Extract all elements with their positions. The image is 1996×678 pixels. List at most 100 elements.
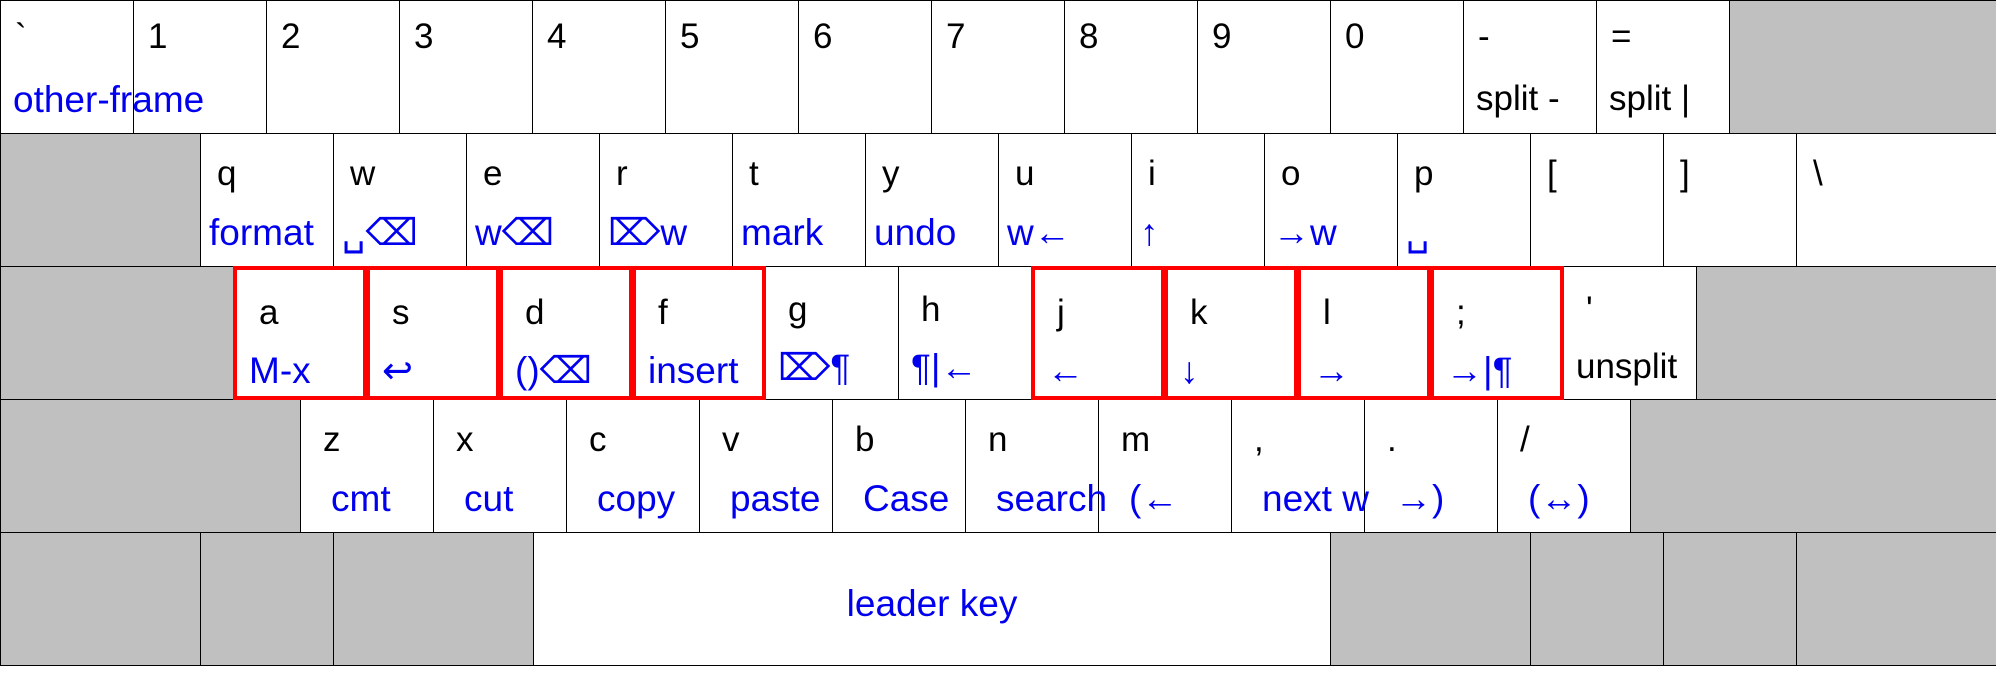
- key-2-label: 2: [281, 17, 301, 56]
- key-rbracket[interactable]: ]: [1663, 133, 1797, 267]
- key-0-label: 0: [1345, 17, 1365, 56]
- key-e-action: w⌫: [475, 212, 555, 253]
- key-q-label: q: [217, 154, 237, 193]
- key-enter-blank: [1696, 266, 1996, 400]
- key-ralt-blank: [1330, 532, 1531, 666]
- key-9[interactable]: 9: [1197, 0, 1331, 134]
- key-s-label: s: [392, 293, 410, 332]
- key-backtick-label: `: [15, 17, 27, 56]
- key-h-action: ¶|←: [911, 347, 978, 388]
- key-w[interactable]: w␣⌫: [333, 133, 467, 267]
- key-quote-label: ': [1586, 290, 1593, 329]
- key-t-action: mark: [741, 212, 824, 253]
- key-d-action: ()⌫: [515, 350, 592, 391]
- key-y-action: undo: [874, 212, 957, 253]
- key-w-label: w: [350, 154, 376, 193]
- key-l[interactable]: l→: [1297, 266, 1431, 400]
- key-space[interactable]: leader key: [533, 532, 1331, 666]
- key-u-action: w←: [1007, 212, 1071, 253]
- key-comma[interactable]: , next w: [1231, 399, 1369, 533]
- key-7[interactable]: 7: [931, 0, 1065, 134]
- key-7-label: 7: [946, 17, 966, 56]
- key-semicolon-label: ;: [1456, 293, 1466, 332]
- key-equals[interactable]: = split |: [1596, 0, 1730, 134]
- key-9-label: 9: [1212, 17, 1232, 56]
- key-equals-label: =: [1611, 17, 1632, 56]
- key-p[interactable]: p␣: [1397, 133, 1531, 267]
- key-o-action: →w: [1273, 212, 1337, 253]
- key-i[interactable]: i↑: [1131, 133, 1265, 267]
- key-lbracket[interactable]: [: [1530, 133, 1664, 267]
- key-x[interactable]: x cut: [433, 399, 567, 533]
- key-quote[interactable]: 'unsplit: [1563, 266, 1697, 400]
- key-3[interactable]: 3: [399, 0, 533, 134]
- key-rctrl-blank: [1796, 532, 1996, 666]
- key-a-action: M-x: [249, 350, 311, 391]
- key-slash-label: /: [1520, 420, 1530, 459]
- key-r-action: ⌦w: [608, 212, 688, 253]
- key-a-label: a: [259, 293, 279, 332]
- key-o[interactable]: o →w: [1264, 133, 1398, 267]
- key-v-action: paste: [730, 478, 821, 519]
- key-j[interactable]: j←: [1031, 266, 1165, 400]
- key-p-action: ␣: [1406, 212, 1430, 253]
- key-equals-action: split |: [1609, 79, 1691, 118]
- key-n-label: n: [988, 420, 1008, 459]
- key-x-action: cut: [464, 478, 514, 519]
- key-g[interactable]: g⌦¶: [765, 266, 899, 400]
- key-0[interactable]: 0: [1330, 0, 1464, 134]
- key-t-label: t: [749, 154, 759, 193]
- key-x-label: x: [456, 420, 474, 459]
- key-c-action: copy: [597, 478, 676, 519]
- key-shift-blank: [0, 399, 301, 533]
- key-period[interactable]: .→): [1364, 399, 1498, 533]
- key-minus-label: -: [1478, 17, 1490, 56]
- key-s[interactable]: s↩: [366, 266, 500, 400]
- key-g-label: g: [788, 290, 808, 329]
- key-semicolon[interactable]: ;→|¶: [1430, 266, 1564, 400]
- key-backtick[interactable]: `other-frame: [0, 0, 204, 134]
- key-6[interactable]: 6: [798, 0, 932, 134]
- key-2[interactable]: 2: [266, 0, 400, 134]
- key-4[interactable]: 4: [532, 0, 666, 134]
- key-ctrl-blank: [0, 532, 201, 666]
- key-comma-action: next w: [1262, 478, 1369, 519]
- key-k-action: ↓: [1180, 350, 1199, 391]
- key-m[interactable]: m(←: [1098, 399, 1232, 533]
- key-3-label: 3: [414, 17, 434, 56]
- key-6-label: 6: [813, 17, 833, 56]
- key-m-label: m: [1121, 420, 1151, 459]
- key-f-label: f: [658, 293, 668, 332]
- key-h[interactable]: h¶|←: [898, 266, 1032, 400]
- key-super-blank: [200, 532, 334, 666]
- key-8[interactable]: 8: [1064, 0, 1198, 134]
- key-backslash[interactable]: \: [1796, 133, 1996, 267]
- key-t[interactable]: t mark: [732, 133, 866, 267]
- key-minus[interactable]: - split -: [1463, 0, 1597, 134]
- key-b-label: b: [855, 420, 875, 459]
- key-1[interactable]: 1: [133, 0, 267, 134]
- key-8-label: 8: [1079, 17, 1099, 56]
- key-r[interactable]: r⌦w: [599, 133, 733, 267]
- key-o-label: o: [1281, 154, 1301, 193]
- key-5[interactable]: 5: [665, 0, 799, 134]
- key-k[interactable]: k↓: [1164, 266, 1298, 400]
- key-rbracket-label: ]: [1680, 154, 1690, 193]
- key-d[interactable]: d()⌫: [499, 266, 633, 400]
- key-i-label: i: [1148, 154, 1156, 193]
- key-comma-label: ,: [1254, 420, 1264, 459]
- key-slash[interactable]: /(↔): [1497, 399, 1631, 533]
- key-minus-action: split -: [1476, 79, 1560, 118]
